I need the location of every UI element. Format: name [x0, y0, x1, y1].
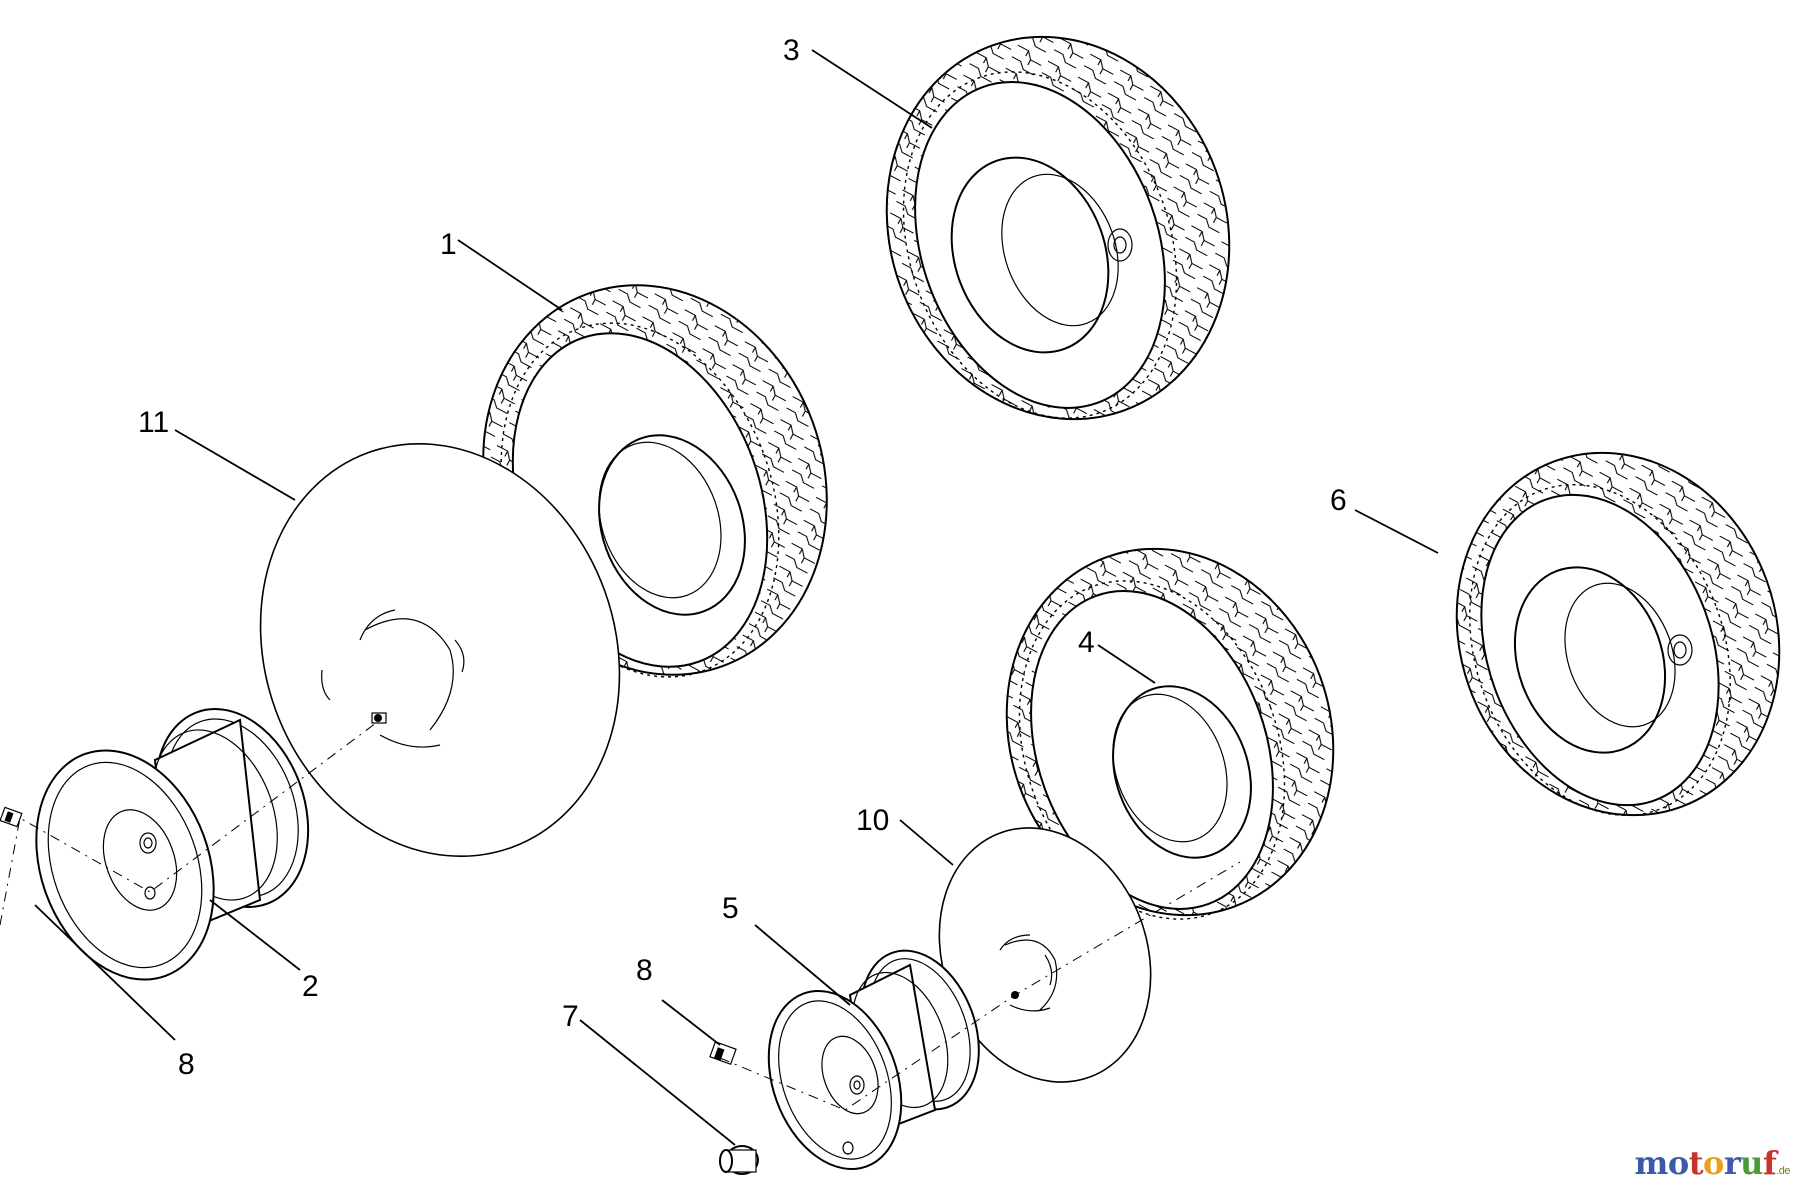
- callout-1: 1: [440, 228, 457, 261]
- callout-8-lower: 8: [636, 954, 653, 987]
- valve-cap-8-left: [0, 806, 23, 828]
- watermark-letter: r: [1723, 1144, 1741, 1182]
- motoruf-watermark-logo: motoruf.de: [1634, 1144, 1790, 1182]
- watermark-letter: f: [1762, 1144, 1777, 1182]
- callout-11: 11: [138, 406, 169, 439]
- tire-3: [880, 20, 1240, 440]
- callout-2: 2: [302, 970, 319, 1003]
- callout-8-left: 8: [178, 1048, 195, 1081]
- inner-tube-11: [259, 442, 621, 858]
- watermark-letter: o: [1667, 1144, 1689, 1182]
- assembly-axis-lines: [0, 719, 1241, 1111]
- callout-5: 5: [722, 892, 739, 925]
- watermark-tld: .de: [1776, 1165, 1790, 1177]
- rim-2: [35, 708, 310, 981]
- tire-6: [1440, 430, 1800, 850]
- valve-stem: [371, 712, 387, 724]
- watermark-letter: t: [1688, 1144, 1704, 1182]
- callout-7: 7: [562, 1000, 579, 1033]
- valve-cap-8-lower: [709, 1040, 737, 1066]
- rim-5: [767, 949, 980, 1171]
- watermark-letter: o: [1702, 1144, 1724, 1182]
- callout-3: 3: [783, 34, 800, 67]
- callout-6: 6: [1330, 484, 1347, 517]
- callout-4: 4: [1078, 626, 1095, 659]
- watermark-letter: u: [1740, 1144, 1763, 1182]
- callout-10: 10: [856, 804, 889, 837]
- valve-cap-7: [719, 1145, 759, 1175]
- watermark-letter: m: [1634, 1144, 1668, 1182]
- leader-lines: [34, 49, 1439, 1146]
